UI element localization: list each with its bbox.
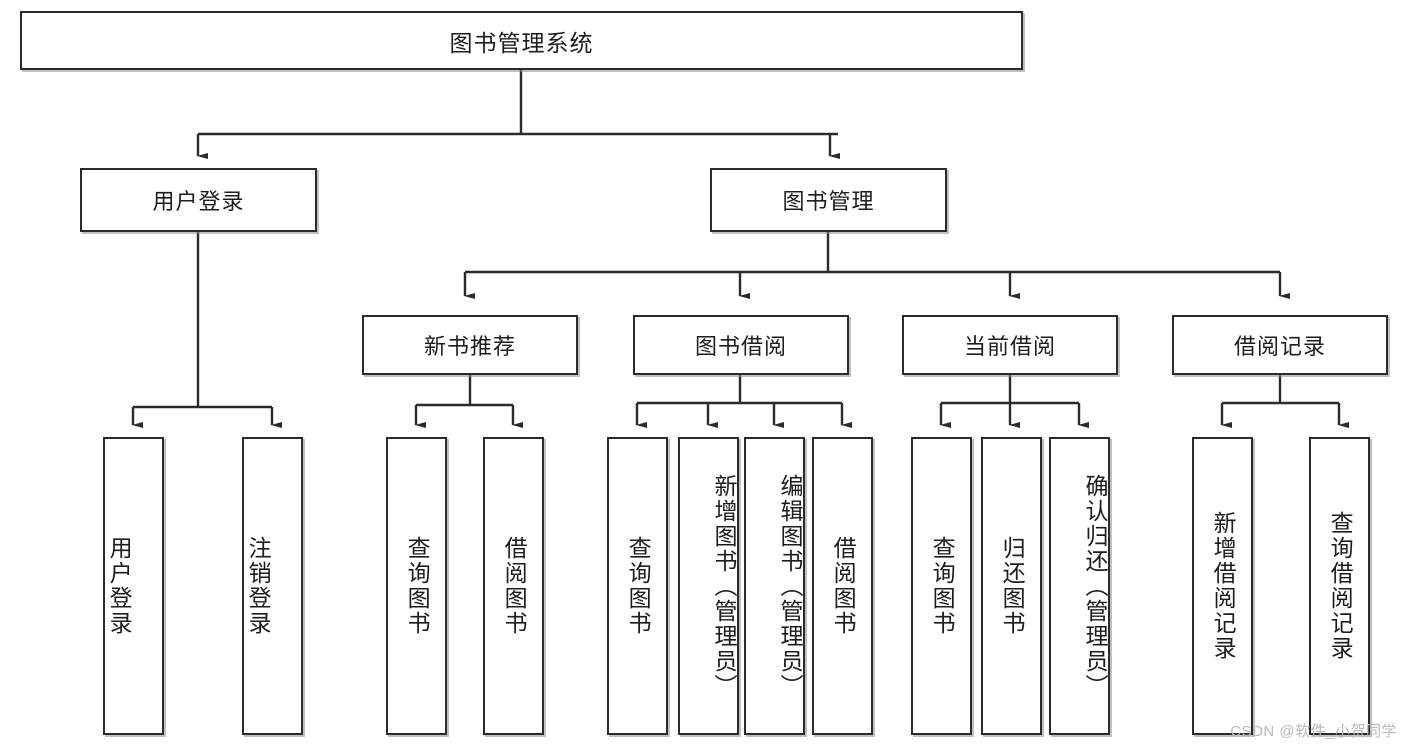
leaf-borrow-books[interactable]: 借阅图书 [812, 437, 873, 735]
leaf-user-login[interactable]: 用户登录 [103, 437, 164, 735]
leaf-query-borrow-record[interactable]: 查询借阅记录 [1309, 437, 1370, 735]
node-current-borrowing[interactable]: 当前借阅 [902, 315, 1118, 375]
leaf-return-books[interactable]: 归还图书 [981, 437, 1042, 735]
leaf-borrow-books-recommend[interactable]: 借阅图书 [483, 437, 544, 735]
node-root[interactable]: 图书管理系统 [20, 11, 1023, 70]
leaf-logout[interactable]: 注销登录 [242, 437, 303, 735]
leaf-query-books-current[interactable]: 查询图书 [911, 437, 972, 735]
leaf-edit-book-admin[interactable]: 编辑图书（管理员） [744, 437, 805, 735]
leaf-add-borrow-record[interactable]: 新增借阅记录 [1192, 437, 1253, 735]
watermark: CSDN @软件_小贺同学 [1230, 723, 1397, 740]
node-book-management[interactable]: 图书管理 [710, 168, 947, 232]
node-borrow-records[interactable]: 借阅记录 [1172, 315, 1388, 375]
node-new-book-recommendation[interactable]: 新书推荐 [362, 315, 578, 375]
leaf-add-book-admin[interactable]: 新增图书（管理员） [678, 437, 739, 735]
node-user-login[interactable]: 用户登录 [80, 168, 317, 232]
leaf-query-books-recommend[interactable]: 查询图书 [386, 437, 447, 735]
leaf-query-books-borrow[interactable]: 查询图书 [607, 437, 668, 735]
node-book-borrowing[interactable]: 图书借阅 [633, 315, 849, 375]
leaf-confirm-return-admin[interactable]: 确认归还（管理员） [1049, 437, 1110, 735]
